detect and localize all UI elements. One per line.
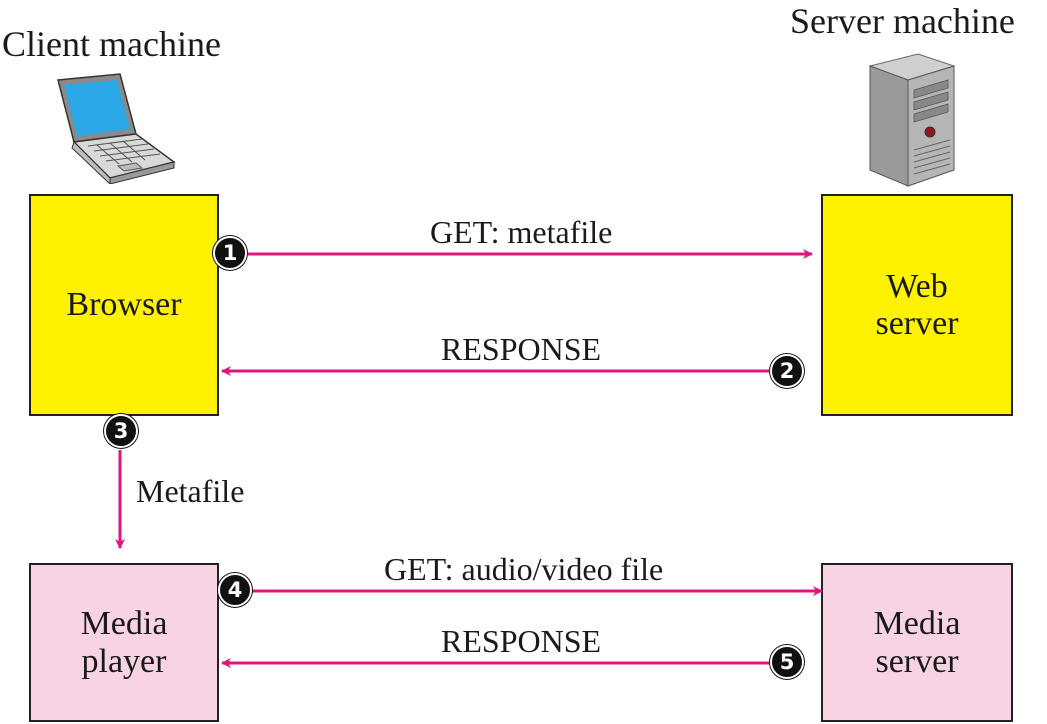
step-4-badge: 4: [218, 573, 252, 607]
step-3-badge: 3: [104, 414, 138, 448]
media-server-label-line2: server: [875, 642, 959, 680]
media-player-box: Media player: [29, 563, 219, 722]
label-get-metafile: GET: metafile: [430, 214, 613, 250]
web-server-label-line2: server: [875, 305, 959, 342]
label-get-av: GET: audio/video file: [384, 551, 664, 587]
step-1-badge: 1: [213, 236, 247, 270]
label-response-2: RESPONSE: [441, 623, 602, 659]
server-machine-heading: Server machine: [790, 1, 1015, 41]
server-tower-icon: [868, 53, 956, 187]
step-2-badge: 2: [770, 354, 804, 388]
step-5-badge: 5: [770, 645, 804, 679]
label-response-1: RESPONSE: [441, 331, 602, 367]
laptop-icon: [57, 73, 176, 184]
web-server-label-line1: Web: [886, 267, 948, 305]
media-server-box: Media server: [821, 563, 1013, 722]
browser-box: Browser: [29, 194, 219, 416]
client-machine-heading: Client machine: [2, 24, 221, 64]
media-player-label-line2: player: [81, 642, 167, 680]
media-player-label-line1: Media: [80, 605, 168, 643]
browser-label: Browser: [66, 286, 182, 324]
label-metafile: Metafile: [136, 473, 245, 509]
media-server-label-line1: Media: [873, 605, 961, 643]
web-server-box: Web server: [821, 194, 1013, 416]
